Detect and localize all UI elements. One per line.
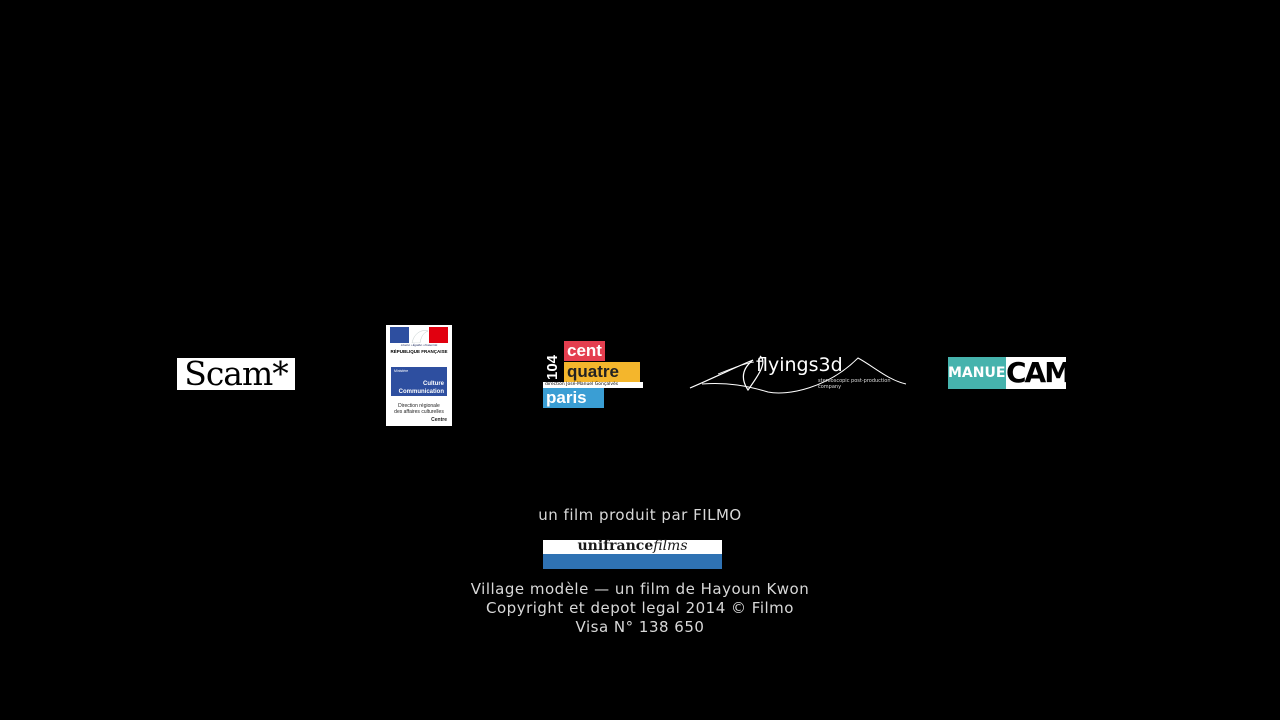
centquatre-quatre: quatre bbox=[564, 362, 640, 382]
film-title-credit: Village modèle — un film de Hayoun Kwon bbox=[470, 580, 810, 598]
centquatre-cent: cent bbox=[564, 341, 605, 361]
centquatre-paris-logo: 104 cent quatre direction José-Manuel Go… bbox=[543, 341, 643, 409]
centquatre-direction: direction José-Manuel Gonçalvès bbox=[543, 382, 643, 388]
scam-logo-text: Scam* bbox=[184, 354, 289, 393]
unifrance-label: unifrancefilms bbox=[543, 538, 722, 554]
unifrance-films-logo: unifrancefilms bbox=[543, 538, 722, 569]
unifrance-uni: unifrance bbox=[577, 538, 654, 554]
drac-line-2: des affaires culturelles bbox=[394, 409, 444, 415]
culture-communication-label: Culture Communication bbox=[399, 380, 444, 396]
culture-label: Culture bbox=[423, 381, 444, 387]
producer-credit: un film produit par FILMO bbox=[538, 506, 742, 524]
communication-label: Communication bbox=[398, 389, 444, 395]
flyings3d-tagline: stereoscopic post-production company bbox=[818, 378, 891, 390]
manuelcam-manuel: MANUEL bbox=[948, 357, 1014, 389]
marianne-icon bbox=[390, 327, 448, 343]
region-text: Centre bbox=[431, 417, 447, 423]
culture-communication-box: Ministère Culture Communication bbox=[391, 367, 447, 396]
republique-francaise-text: RÉPUBLIQUE FRANÇAISE bbox=[390, 349, 448, 354]
unifrance-films: films bbox=[653, 538, 688, 554]
copyright-credit: Copyright et depot legal 2014 © Filmo bbox=[486, 599, 794, 617]
manuelcam-logo: MANUEL CAM bbox=[948, 356, 1072, 389]
drac-text: Direction régionale des affaires culture… bbox=[388, 403, 450, 415]
manuelcam-cam: CAM bbox=[1006, 356, 1072, 389]
drac-line-1: Direction régionale bbox=[398, 403, 440, 409]
republic-motto: Liberté • Égalité • Fraternité bbox=[400, 343, 438, 347]
unifrance-top-band bbox=[543, 540, 722, 554]
scam-logo: Scam* bbox=[177, 357, 295, 390]
centquatre-paris: paris bbox=[543, 388, 604, 408]
visa-credit: Visa N° 138 650 bbox=[575, 618, 705, 636]
unifrance-bottom-band bbox=[543, 554, 722, 569]
ministere-small-text: Ministère bbox=[394, 369, 409, 373]
ministere-culture-logo: Liberté • Égalité • Fraternité RÉPUBLIQU… bbox=[386, 325, 452, 426]
flyings3d-title: flyings3d bbox=[756, 354, 843, 376]
flyings3d-logo: flyings3d stereoscopic post-production c… bbox=[688, 346, 908, 398]
flyings3d-swirl-icon bbox=[689, 355, 907, 394]
